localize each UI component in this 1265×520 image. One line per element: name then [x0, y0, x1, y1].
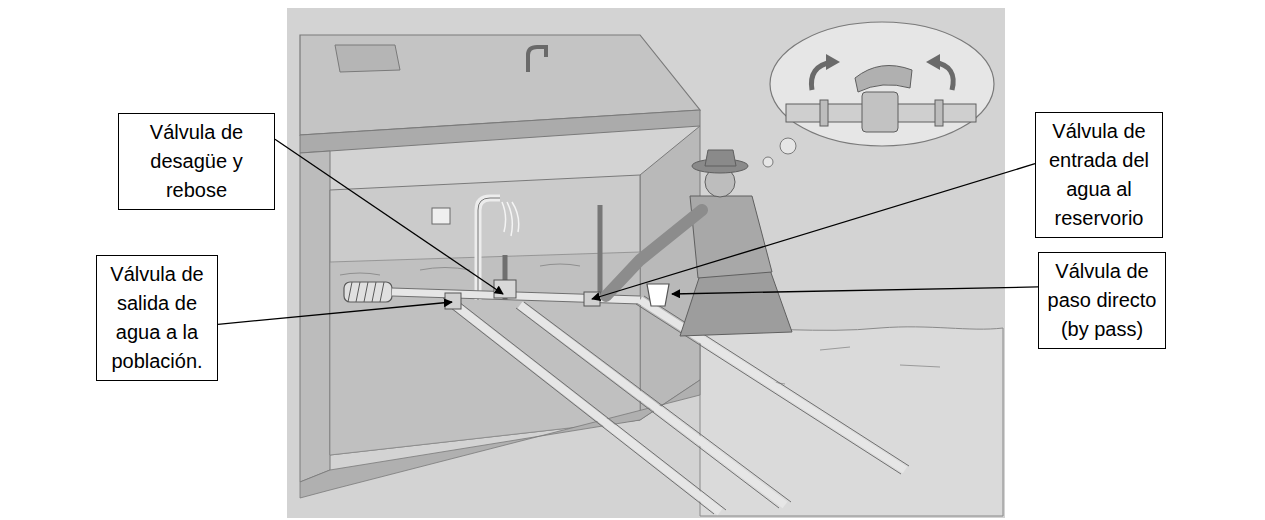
- thought-bubble: [763, 22, 994, 167]
- leader-line: [275, 139, 503, 294]
- pipes: [445, 293, 461, 309]
- thought-bubble: [826, 54, 840, 70]
- strainer: [344, 282, 392, 302]
- reservoir-lid: [300, 35, 700, 153]
- kneeling-man: [680, 270, 792, 336]
- strainer: [348, 282, 384, 302]
- reservoir-lid: [528, 47, 546, 72]
- kneeling-man: [705, 150, 736, 166]
- callout-label: Válvula de paso directo (by pass): [1045, 257, 1159, 344]
- callout-box: Válvula de entrada del agua al reservori…: [1035, 112, 1163, 238]
- pipes: [494, 280, 516, 298]
- callout-box: Válvula de salida de agua a la población…: [96, 255, 218, 381]
- inlet-pipe: [432, 208, 450, 224]
- ground: [760, 347, 940, 384]
- ground: [700, 327, 1003, 516]
- callout-label: Válvula de desagüe y rebose: [125, 118, 268, 205]
- callout-box: Válvula de desagüe y rebose: [118, 113, 275, 210]
- thought-bubble: [926, 54, 940, 70]
- reservoir-walls: [340, 264, 580, 275]
- reservoir-lid: [335, 45, 400, 72]
- thought-bubble: [855, 66, 912, 93]
- ground: [700, 327, 1003, 516]
- kneeling-man: [606, 150, 792, 336]
- callout-label: Válvula de salida de agua a la población…: [103, 260, 211, 376]
- pipes: [392, 255, 909, 514]
- thought-bubble: [770, 22, 994, 146]
- leader-line: [672, 287, 1038, 294]
- thought-bubble: [763, 157, 773, 167]
- leader-line: [592, 164, 1035, 299]
- callout-box: Válvula de paso directo (by pass): [1038, 252, 1166, 349]
- strainer: [344, 282, 392, 302]
- pipes: [647, 284, 669, 306]
- illustration-ground: [287, 8, 1005, 518]
- kneeling-man: [606, 210, 702, 296]
- thought-bubble: [935, 100, 943, 126]
- thought-bubble: [780, 138, 796, 154]
- pipes: [520, 305, 785, 505]
- callout-label: Válvula de entrada del agua al reservori…: [1042, 117, 1156, 233]
- reservoir-lid: [300, 110, 700, 153]
- inlet-pipe: [502, 202, 519, 236]
- thought-bubble: [820, 100, 828, 126]
- thought-bubble: [862, 92, 898, 132]
- leader-line: [218, 302, 452, 324]
- reservoir-walls: [300, 126, 700, 498]
- reservoir-walls: [640, 126, 700, 420]
